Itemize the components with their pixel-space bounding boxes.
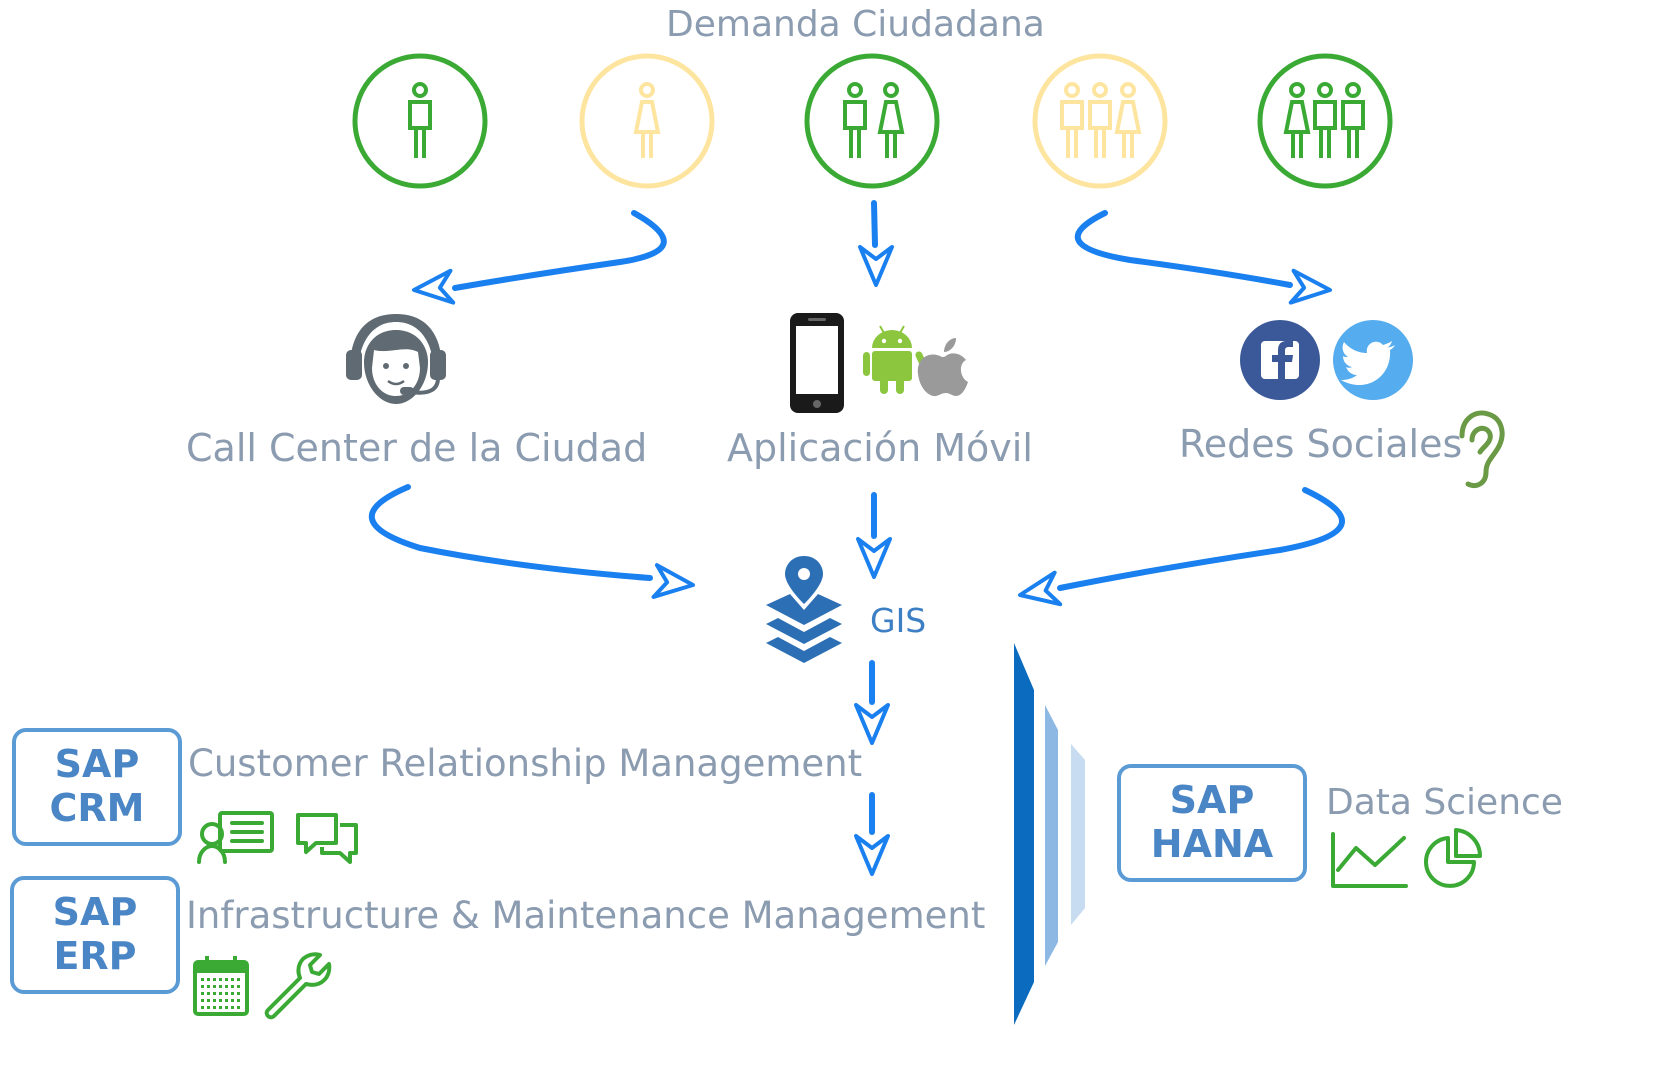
citizen-man-icon xyxy=(352,53,488,189)
arrow-callcenter-to-gis xyxy=(369,484,697,603)
mobile-app-label: Aplicación Móvil xyxy=(727,426,1033,470)
calendar-icon xyxy=(193,956,249,1016)
gis-label: GIS xyxy=(870,601,927,640)
sap-hana-box: SAP HANA xyxy=(1117,764,1307,882)
twitter-icon[interactable] xyxy=(1333,320,1413,400)
citizen-woman-icon xyxy=(579,53,715,189)
citizen-group-icon xyxy=(1032,53,1168,189)
line-chart-icon xyxy=(1331,832,1408,888)
citizen-group-icon-2 xyxy=(1257,53,1393,189)
data-funnel-shape xyxy=(1014,643,1085,1025)
erp-label: Infrastructure & Maintenance Management xyxy=(186,894,986,937)
sap-crm-line1: SAP xyxy=(54,742,140,787)
gis-layers-icon xyxy=(766,556,842,663)
arrow-crm-to-erp xyxy=(854,792,890,876)
wrench-icon xyxy=(264,952,332,1020)
facebook-icon[interactable] xyxy=(1240,320,1320,400)
sap-hana-line2: HANA xyxy=(1150,822,1274,866)
customer-chat-icon xyxy=(197,811,274,864)
citizen-couple-icon xyxy=(804,53,940,189)
sap-erp-box: SAP ERP xyxy=(10,876,180,994)
android-icon xyxy=(863,325,928,394)
apple-icon xyxy=(917,338,968,397)
crm-label: Customer Relationship Management xyxy=(188,742,863,785)
sap-erp-line1: SAP xyxy=(52,890,138,935)
headset-agent-icon xyxy=(346,314,446,404)
sap-hana-line1: SAP xyxy=(1169,778,1255,823)
demanda-ciudadana-title: Demanda Ciudadana xyxy=(666,4,1045,45)
sap-erp-line2: ERP xyxy=(53,934,137,978)
smartphone-icon xyxy=(790,313,844,413)
social-networks-label: Redes Sociales xyxy=(1179,422,1463,466)
pie-chart-icon xyxy=(1424,828,1483,888)
arrow-app-to-gis xyxy=(856,492,892,579)
data-science-label: Data Science xyxy=(1326,782,1563,823)
sap-crm-box: SAP CRM xyxy=(12,728,182,846)
arrow-social-to-gis xyxy=(1015,487,1345,613)
call-center-label: Call Center de la Ciudad xyxy=(186,426,648,470)
sap-crm-line2: CRM xyxy=(49,786,145,830)
arrow-demand-to-social xyxy=(1074,210,1334,308)
arrow-demand-to-app xyxy=(858,200,894,287)
conversation-bubbles-icon xyxy=(296,813,358,864)
arrow-demand-to-callcenter xyxy=(410,210,667,308)
arrow-gis-to-crm xyxy=(854,660,890,745)
ear-icon xyxy=(1459,410,1505,488)
